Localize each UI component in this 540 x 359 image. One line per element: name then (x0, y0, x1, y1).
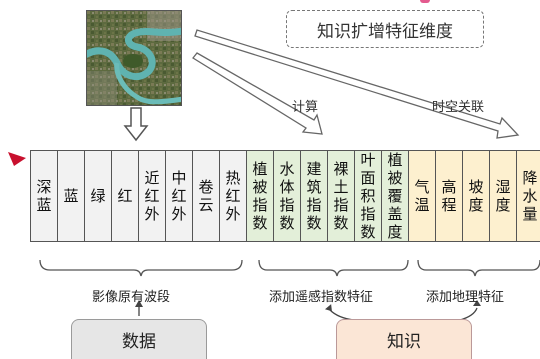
feature-strip: 深蓝 蓝 绿 红 近红外 中红外 卷云 热红外 植被指数 水体指数 建筑指数 裸… (30, 150, 540, 242)
band-cell: 卷云 (192, 150, 220, 242)
geo-cell: 湿度 (489, 150, 517, 242)
original-bands-label: 影像原有波段 (92, 290, 171, 305)
compute-label: 计算 (292, 100, 319, 115)
index-cell: 水体指数 (273, 150, 301, 242)
geo-cell: 坡度 (462, 150, 490, 242)
band-cell: 近红外 (138, 150, 166, 242)
brace-geo (417, 259, 540, 277)
data-up-arrow-icon (135, 300, 143, 316)
band-cell: 热红外 (219, 150, 247, 242)
brace-indices (258, 259, 409, 277)
indices-label: 添加遥感指数特征 (269, 290, 374, 305)
geo-label: 添加地理特征 (426, 290, 505, 305)
geo-cell: 降水量 (516, 150, 540, 242)
band-cell: 红 (111, 150, 139, 242)
satellite-image (86, 10, 182, 106)
band-cell: 深蓝 (30, 150, 58, 242)
geo-cell: 高程 (435, 150, 463, 242)
red-triangle-icon (8, 152, 26, 166)
compute-arrow-icon (192, 52, 323, 135)
index-cell: 叶面积指数 (354, 150, 382, 242)
index-cell: 植被指数 (246, 150, 274, 242)
index-cell: 建筑指数 (300, 150, 328, 242)
band-cell: 绿 (84, 150, 112, 242)
flow-arrows (123, 29, 520, 142)
spatiotemporal-label: 时空关联 (432, 100, 485, 115)
down-arrow-icon (123, 107, 149, 142)
data-button[interactable]: 数据 (71, 319, 207, 359)
index-cell: 裸土指数 (327, 150, 355, 242)
brace-original (39, 259, 243, 277)
feature-dimension-title: 知识扩增特征维度 (286, 10, 484, 48)
decorative-mark (420, 0, 430, 3)
knowledge-button[interactable]: 知识 (336, 319, 472, 359)
band-cell: 中红外 (165, 150, 193, 242)
geo-cell: 气温 (408, 150, 436, 242)
group-braces (39, 259, 540, 321)
spatiotemporal-arrow-icon (194, 29, 520, 139)
band-cell: 蓝 (57, 150, 85, 242)
index-cell: 植被覆盖度 (381, 150, 409, 242)
